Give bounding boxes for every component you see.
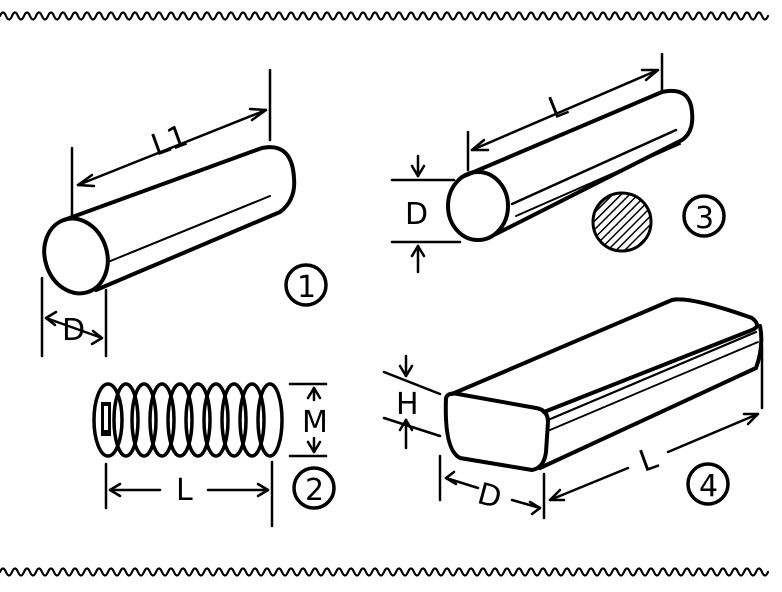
dimension-M: [288, 382, 328, 458]
dimension-L-3: [466, 52, 664, 172]
label-D-4: D: [474, 476, 505, 516]
number-3-badge: 3: [682, 194, 726, 238]
label-D-3: D: [405, 197, 428, 232]
thread-coil: [256, 382, 284, 458]
label-L-2: L: [176, 473, 193, 508]
dimension-D-1: [40, 276, 108, 358]
thread-coil: [112, 382, 140, 458]
thread-coil: [202, 382, 230, 458]
label-L-3: L: [544, 88, 573, 127]
dimension-D-3: [390, 154, 462, 274]
shape-1-round-bar: [42, 145, 297, 296]
dimension-L-4: [548, 344, 764, 502]
thread-coil: [148, 382, 176, 458]
thread-coil: [220, 382, 248, 458]
dimension-D-4: [438, 454, 546, 520]
label-H: H: [396, 387, 419, 422]
number-4-badge: 4: [686, 462, 730, 506]
dimension-H: [382, 354, 442, 450]
thread-coil: [238, 382, 266, 458]
bottom-border: [0, 567, 770, 577]
thread-coil: [130, 382, 158, 458]
shape-4-flat-bar: [443, 297, 764, 472]
thread-coil: [166, 382, 194, 458]
label-L-4: L: [635, 441, 663, 480]
dimension-L1: [70, 68, 272, 217]
label-M: M: [302, 405, 328, 440]
number-2-badge: 2: [292, 466, 336, 510]
dimension-L-2: [104, 460, 274, 528]
thread-coil: [184, 382, 212, 458]
svg-text:3: 3: [695, 201, 714, 236]
svg-text:2: 2: [305, 473, 324, 508]
svg-text:1: 1: [297, 270, 316, 305]
cross-section-circle: [591, 191, 653, 253]
number-1-badge: 1: [284, 263, 328, 307]
shape-2-threaded-bar: [92, 382, 284, 458]
label-L1: L1: [147, 118, 193, 163]
shape-3-bar: [446, 89, 695, 242]
label-D-1: D: [62, 313, 85, 348]
top-border: [0, 11, 770, 21]
svg-text:4: 4: [699, 469, 718, 504]
